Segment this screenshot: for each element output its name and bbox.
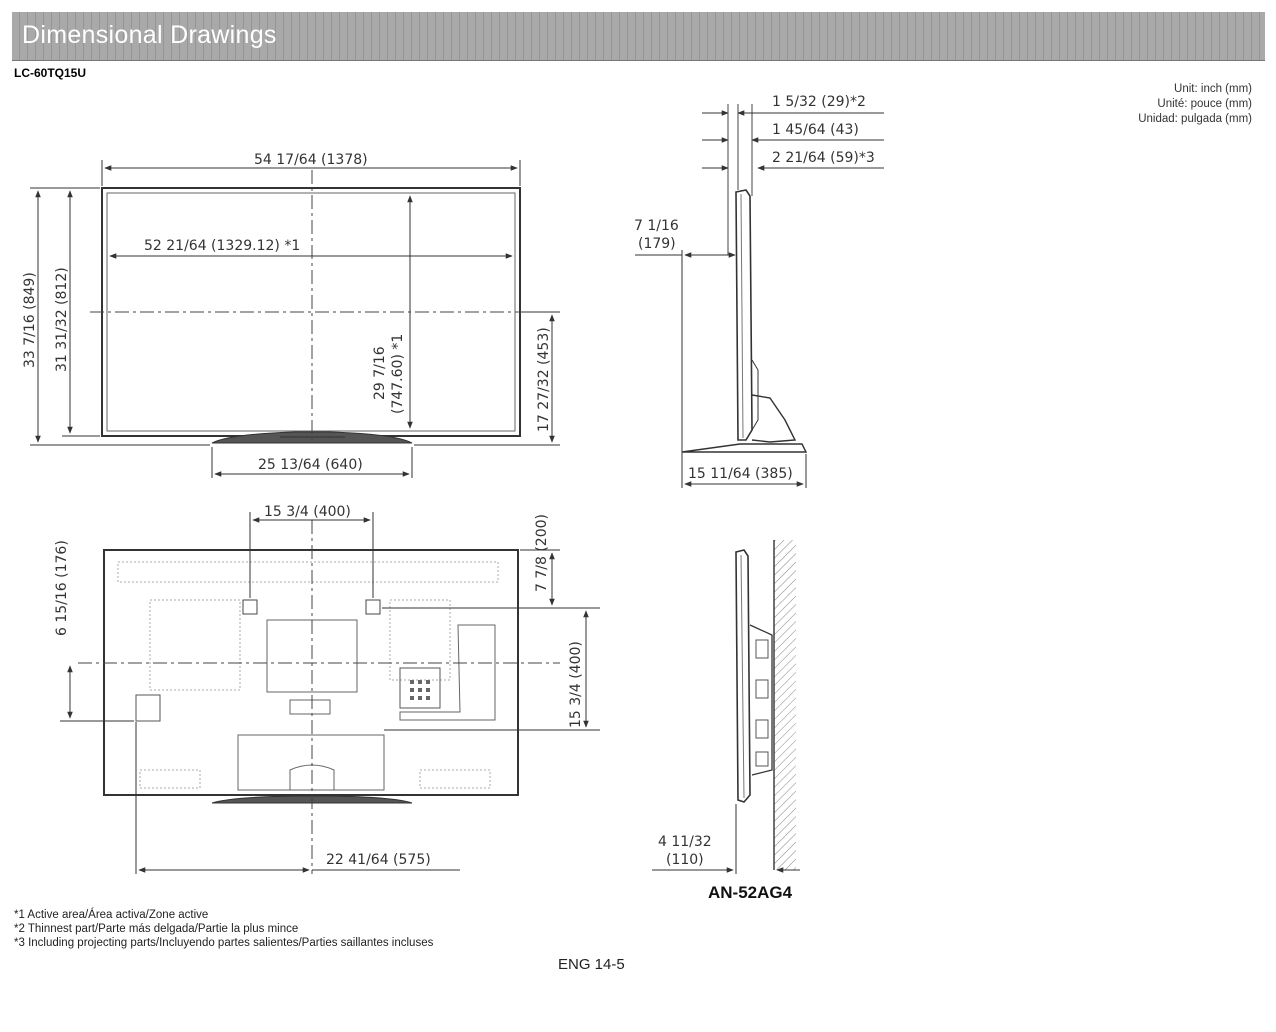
- section-header: Dimensional Drawings: [12, 12, 1265, 61]
- front-height-active-label-a: 29 7/16: [372, 346, 388, 400]
- unit-es: Unidad: pulgada (mm): [1138, 113, 1252, 125]
- front-height-overall-label: 33 7/16 (849): [22, 272, 38, 368]
- side-stand-depth-label: 15 11/64 (385): [688, 466, 793, 482]
- footnote-1: *1 Active area/Área activa/Zone active: [14, 909, 209, 921]
- model-number: LC-60TQ15U: [14, 66, 87, 80]
- rear-vesa-height-label: 15 3/4 (400): [568, 641, 584, 728]
- rear-side-offset-label: 22 41/64 (575): [326, 852, 431, 868]
- rear-view: 15 3/4 (400) 7 7/8 (200) 15 3/4 (400) 6 …: [54, 504, 600, 874]
- side-depth-3-label: 2 21/64 (59)*3: [772, 150, 875, 166]
- wall-mount-view: 4 11/32 (110) AN-52AG4: [652, 540, 800, 902]
- front-view: 54 17/64 (1378) 52 21/64 (1329.12) *1 33…: [22, 152, 560, 478]
- front-height-active-label-b: (747.60) *1: [390, 334, 406, 414]
- front-width-overall-label: 54 17/64 (1378): [254, 152, 368, 168]
- rear-vesa-width-label: 15 3/4 (400): [264, 504, 351, 520]
- rear-center-to-jack-label: 6 15/16 (176): [54, 540, 70, 636]
- wall-distance-label-b: (110): [666, 852, 704, 868]
- footnote-3: *3 Including projecting parts/Incluyendo…: [14, 937, 434, 949]
- section-title: Dimensional Drawings: [22, 21, 277, 49]
- unit-legend: Unit: inch (mm) Unité: pouce (mm) Unidad…: [1138, 82, 1252, 127]
- rear-top-to-vesa-label: 7 7/8 (200): [534, 514, 550, 592]
- wall-bracket-label: AN-52AG4: [708, 883, 793, 902]
- wall-distance-label-a: 4 11/32: [658, 834, 712, 850]
- page-number: ENG 14-5: [558, 956, 625, 973]
- front-stand-width-label: 25 13/64 (640): [258, 457, 363, 473]
- unit-en: Unit: inch (mm): [1174, 83, 1252, 95]
- front-center-height-label: 17 27/32 (453): [536, 327, 552, 432]
- side-depth-a-label: 7 1/16: [634, 218, 679, 234]
- side-depth-2-label: 1 45/64 (43): [772, 122, 859, 138]
- footnote-2: *2 Thinnest part/Parte más delgada/Parti…: [14, 923, 299, 935]
- side-view: 1 5/32 (29)*2 1 45/64 (43) 2 21/64 (59)*…: [634, 94, 884, 488]
- side-depth-1-label: 1 5/32 (29)*2: [772, 94, 866, 110]
- front-width-active-label: 52 21/64 (1329.12) *1: [144, 238, 300, 254]
- front-height-no-stand-label: 31 31/32 (812): [54, 267, 70, 372]
- side-depth-b-label: (179): [638, 236, 676, 252]
- footnotes: *1 Active area/Área activa/Zone active *…: [14, 908, 433, 950]
- unit-fr: Unité: pouce (mm): [1157, 98, 1252, 110]
